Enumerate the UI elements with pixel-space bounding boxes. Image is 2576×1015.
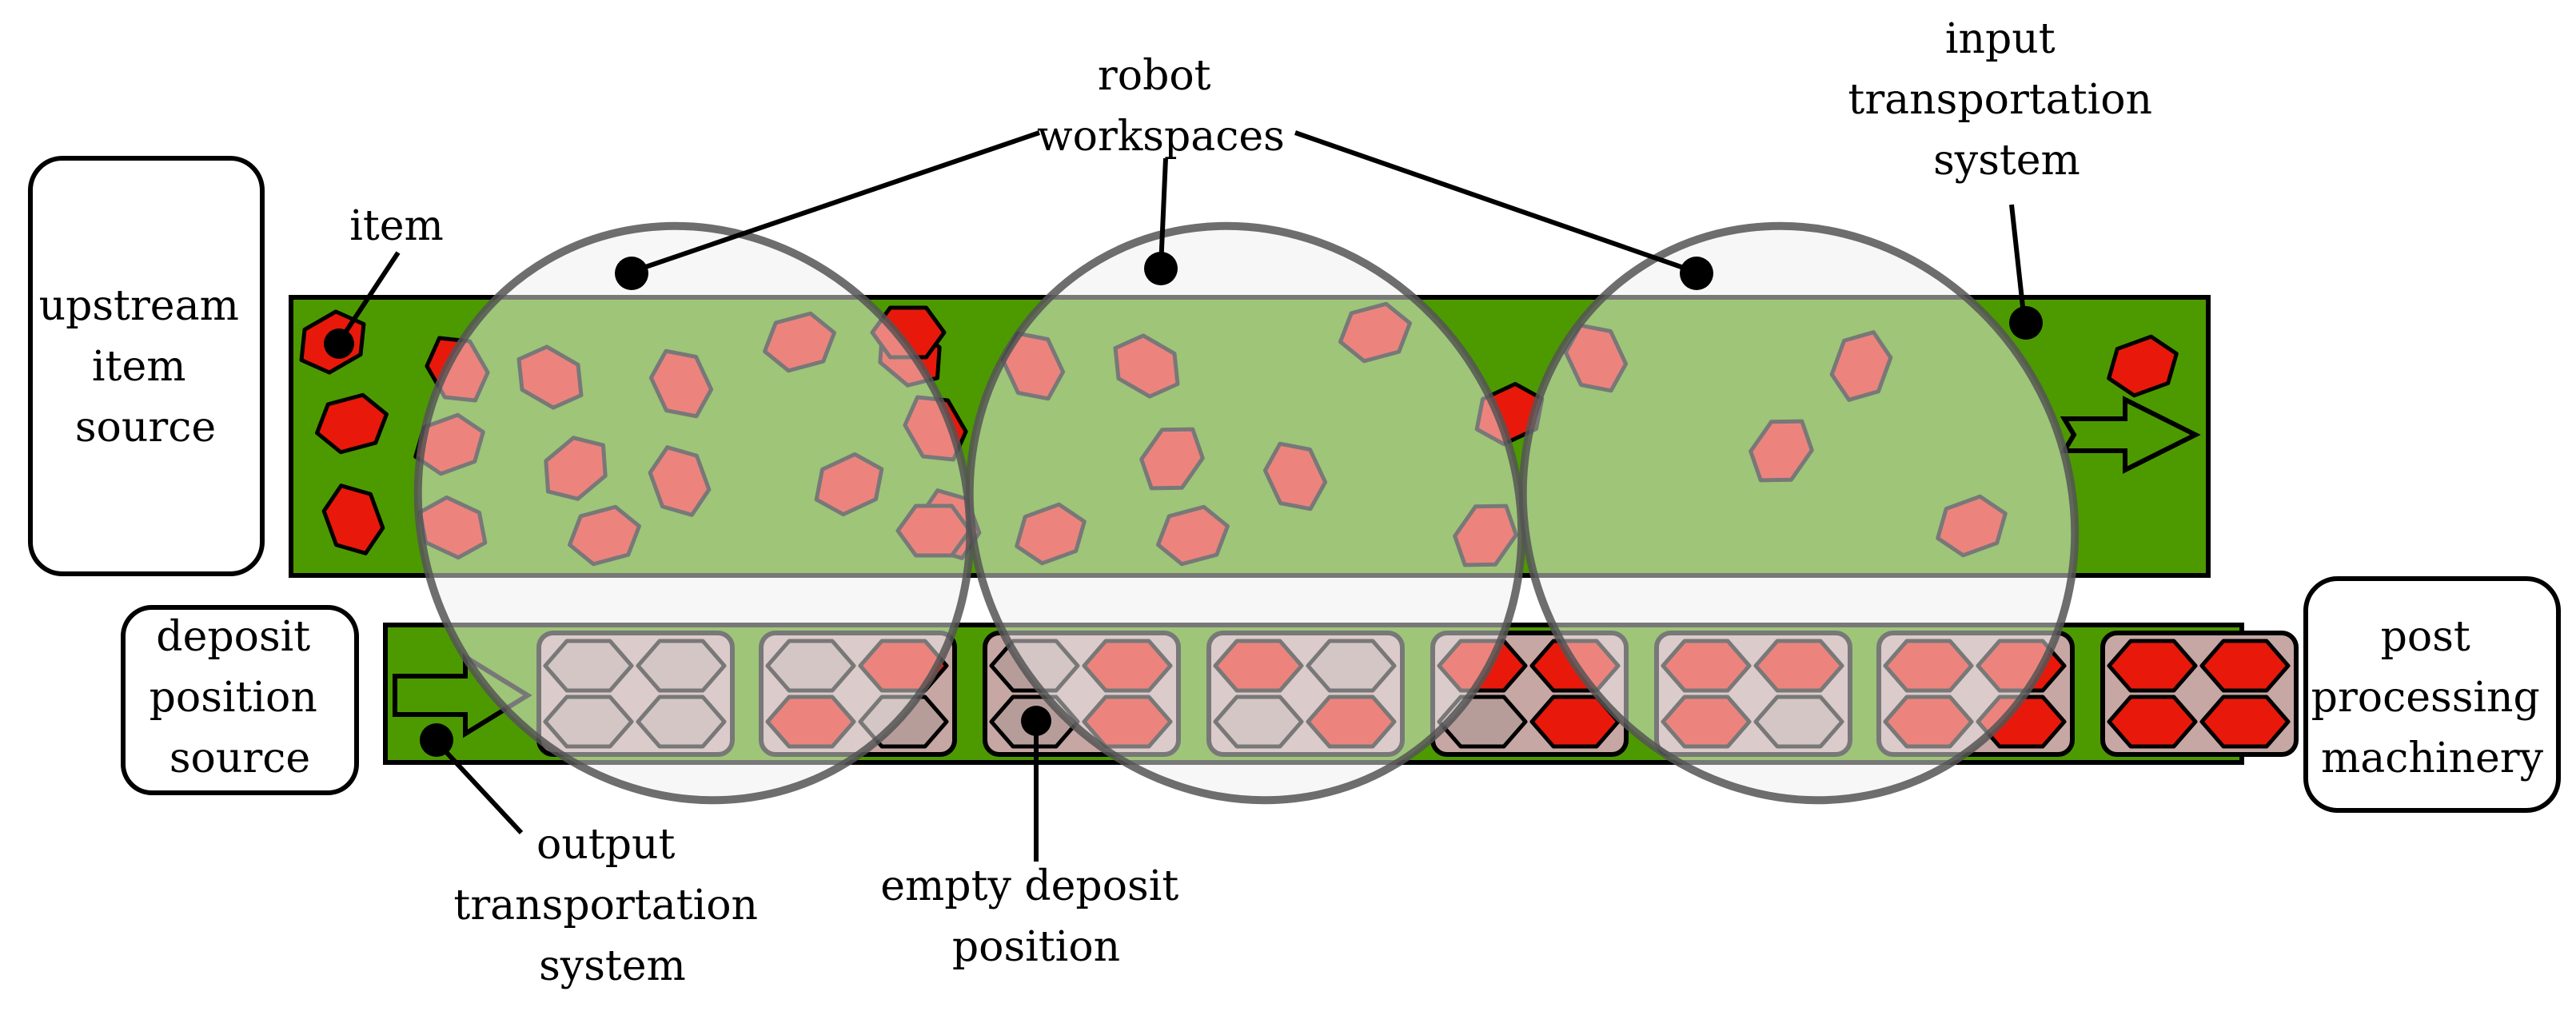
robot-workspace-1 bbox=[413, 221, 975, 805]
robot-workspaces-label: robot workspaces bbox=[1037, 52, 1285, 161]
workspace-3-dot bbox=[1680, 257, 1713, 290]
post-processing-machinery-label: post processing machinery bbox=[2311, 613, 2554, 782]
robot-workspace-2 bbox=[965, 221, 1526, 805]
deposit-position-source-label: deposit position source bbox=[150, 613, 331, 782]
upstream-item-source-label: upstream item source bbox=[39, 282, 253, 452]
empty-deposit-dot bbox=[1021, 706, 1051, 736]
leader-lines bbox=[337, 130, 2027, 862]
tray-item bbox=[2107, 695, 2198, 749]
leader-dots bbox=[324, 252, 2043, 757]
deposit-position-source-box bbox=[121, 605, 359, 795]
input-transport-dot bbox=[2009, 306, 2043, 340]
output-transport-dot bbox=[420, 723, 453, 757]
empty-deposit-position-label: empty deposit position bbox=[880, 862, 1192, 971]
input-direction-arrow bbox=[2060, 396, 2201, 474]
item-label: item bbox=[349, 202, 444, 250]
workspace-2-dot bbox=[1144, 252, 1178, 285]
robot-workspace-3 bbox=[1518, 221, 2080, 805]
output-transportation-system-label: output transportation system bbox=[453, 821, 771, 990]
input-transportation-system-label: input transportation system bbox=[1848, 15, 2165, 185]
upstream-item-source-box bbox=[28, 156, 265, 576]
post-processing-machinery-box bbox=[2303, 576, 2561, 813]
workspace-1-dot bbox=[615, 257, 648, 290]
tray-item bbox=[2199, 695, 2291, 749]
item-3 bbox=[321, 484, 385, 555]
robot-workspaces bbox=[413, 221, 2080, 805]
item-32 bbox=[2107, 334, 2179, 398]
tray-item bbox=[2107, 639, 2198, 693]
item-2 bbox=[315, 392, 389, 455]
tray-item bbox=[2199, 639, 2291, 693]
item-dot bbox=[324, 328, 354, 359]
